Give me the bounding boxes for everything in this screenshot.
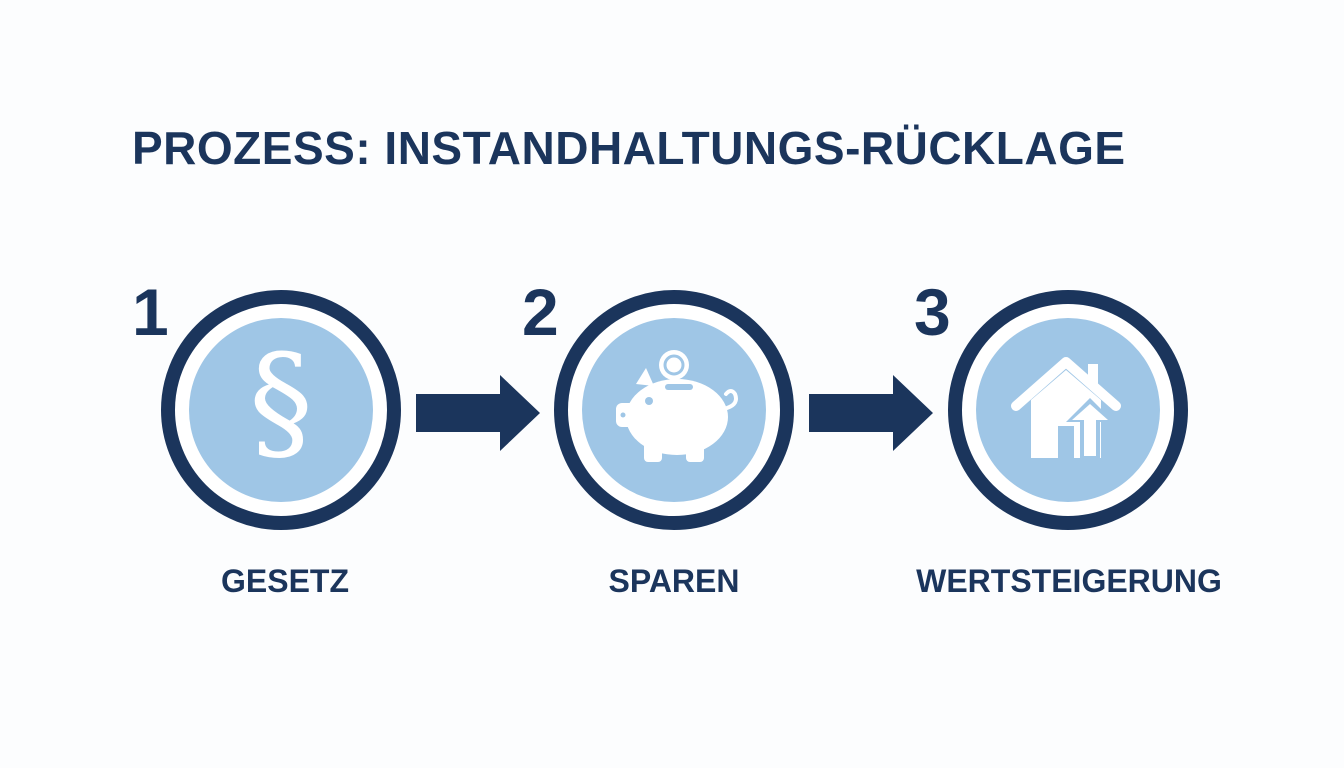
diagram-title: PROZESS: INSTANDHALTUNGS-RÜCKLAGE [132,122,1126,174]
step-label-1: GESETZ [220,563,349,599]
step-number-1: 1 [132,275,169,349]
step-circle-2 [554,290,794,530]
piggy-bank-icon [616,350,738,462]
step-circle-1: § [161,290,401,530]
house-growth-icon [1011,357,1121,460]
step-label-3: WERTSTEIGERUNG [916,563,1222,599]
step-number-2: 2 [522,275,559,349]
arrow-right-icon [416,373,542,453]
step-circle-3 [948,290,1188,530]
paragraph-icon: § [249,328,313,477]
step-number-3: 3 [914,275,951,349]
arrow-right-icon [809,373,935,453]
step-label-2: SPAREN [608,563,740,599]
